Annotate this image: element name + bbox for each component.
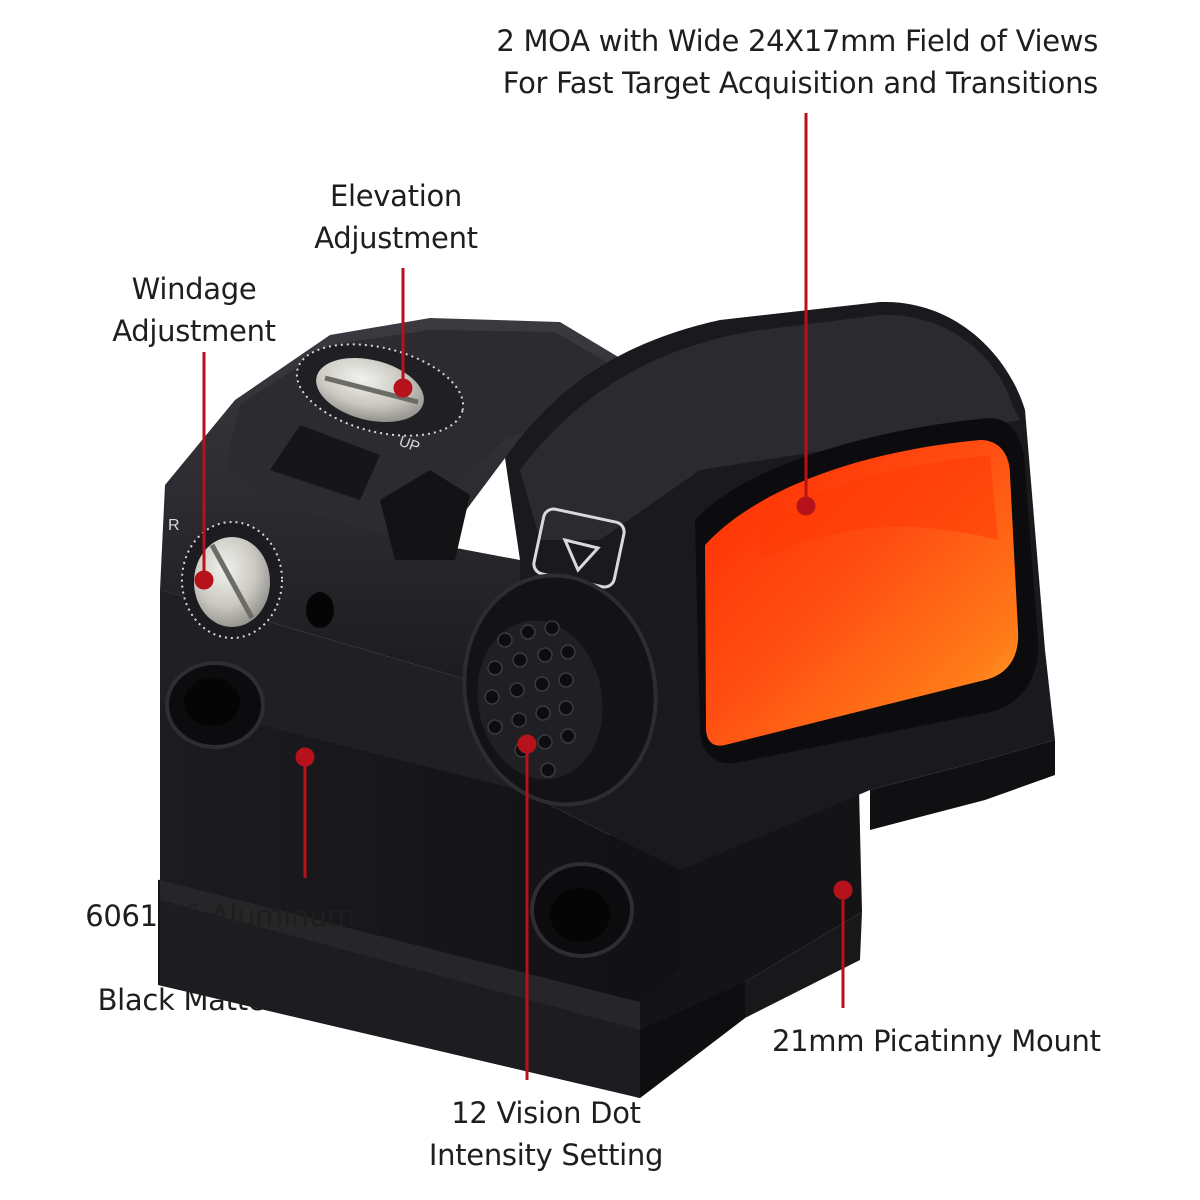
windage-callout: Windage Adjustment [94, 268, 294, 352]
windage-dial-marking: R [168, 517, 180, 534]
mount-callout-line-1: 21mm Picatinny Mount [772, 1024, 1101, 1058]
elevation-callout-line-1: Elevation [329, 179, 462, 213]
fov-callout: 2 MOA with Wide 24X17mm Field of Views F… [496, 20, 1098, 104]
callout-lines [194, 113, 853, 1080]
windage-callout-line-1: Windage [131, 272, 257, 306]
intensity-callout-line-1: 12 Vision Dot [451, 1096, 641, 1130]
housing-callout: 6061-T6 Aluminum Alloy Housing Black Mat… [85, 895, 355, 1021]
elevation-dial-marking: UP [397, 433, 422, 456]
elevation-callout: Elevation Adjustment [296, 175, 496, 259]
elevation-callout-line-2: Adjustment [314, 221, 478, 255]
housing-callout-line-3: Black Matte Finish [97, 983, 356, 1017]
intensity-callout-line-2: Intensity Setting [428, 1138, 664, 1172]
housing-callout-line-1: 6061-T6 Aluminum [85, 899, 355, 933]
fov-callout-line-2: For Fast Target Acquisition and Transiti… [502, 66, 1099, 100]
housing-callout-line-2: Alloy Housing [160, 941, 355, 975]
mount-callout: 21mm Picatinny Mount [772, 1020, 1101, 1062]
intensity-callout: 12 Vision Dot Intensity Setting [396, 1092, 696, 1176]
windage-callout-line-2: Adjustment [112, 314, 276, 348]
fov-callout-line-1: 2 MOA with Wide 24X17mm Field of Views [496, 24, 1098, 58]
